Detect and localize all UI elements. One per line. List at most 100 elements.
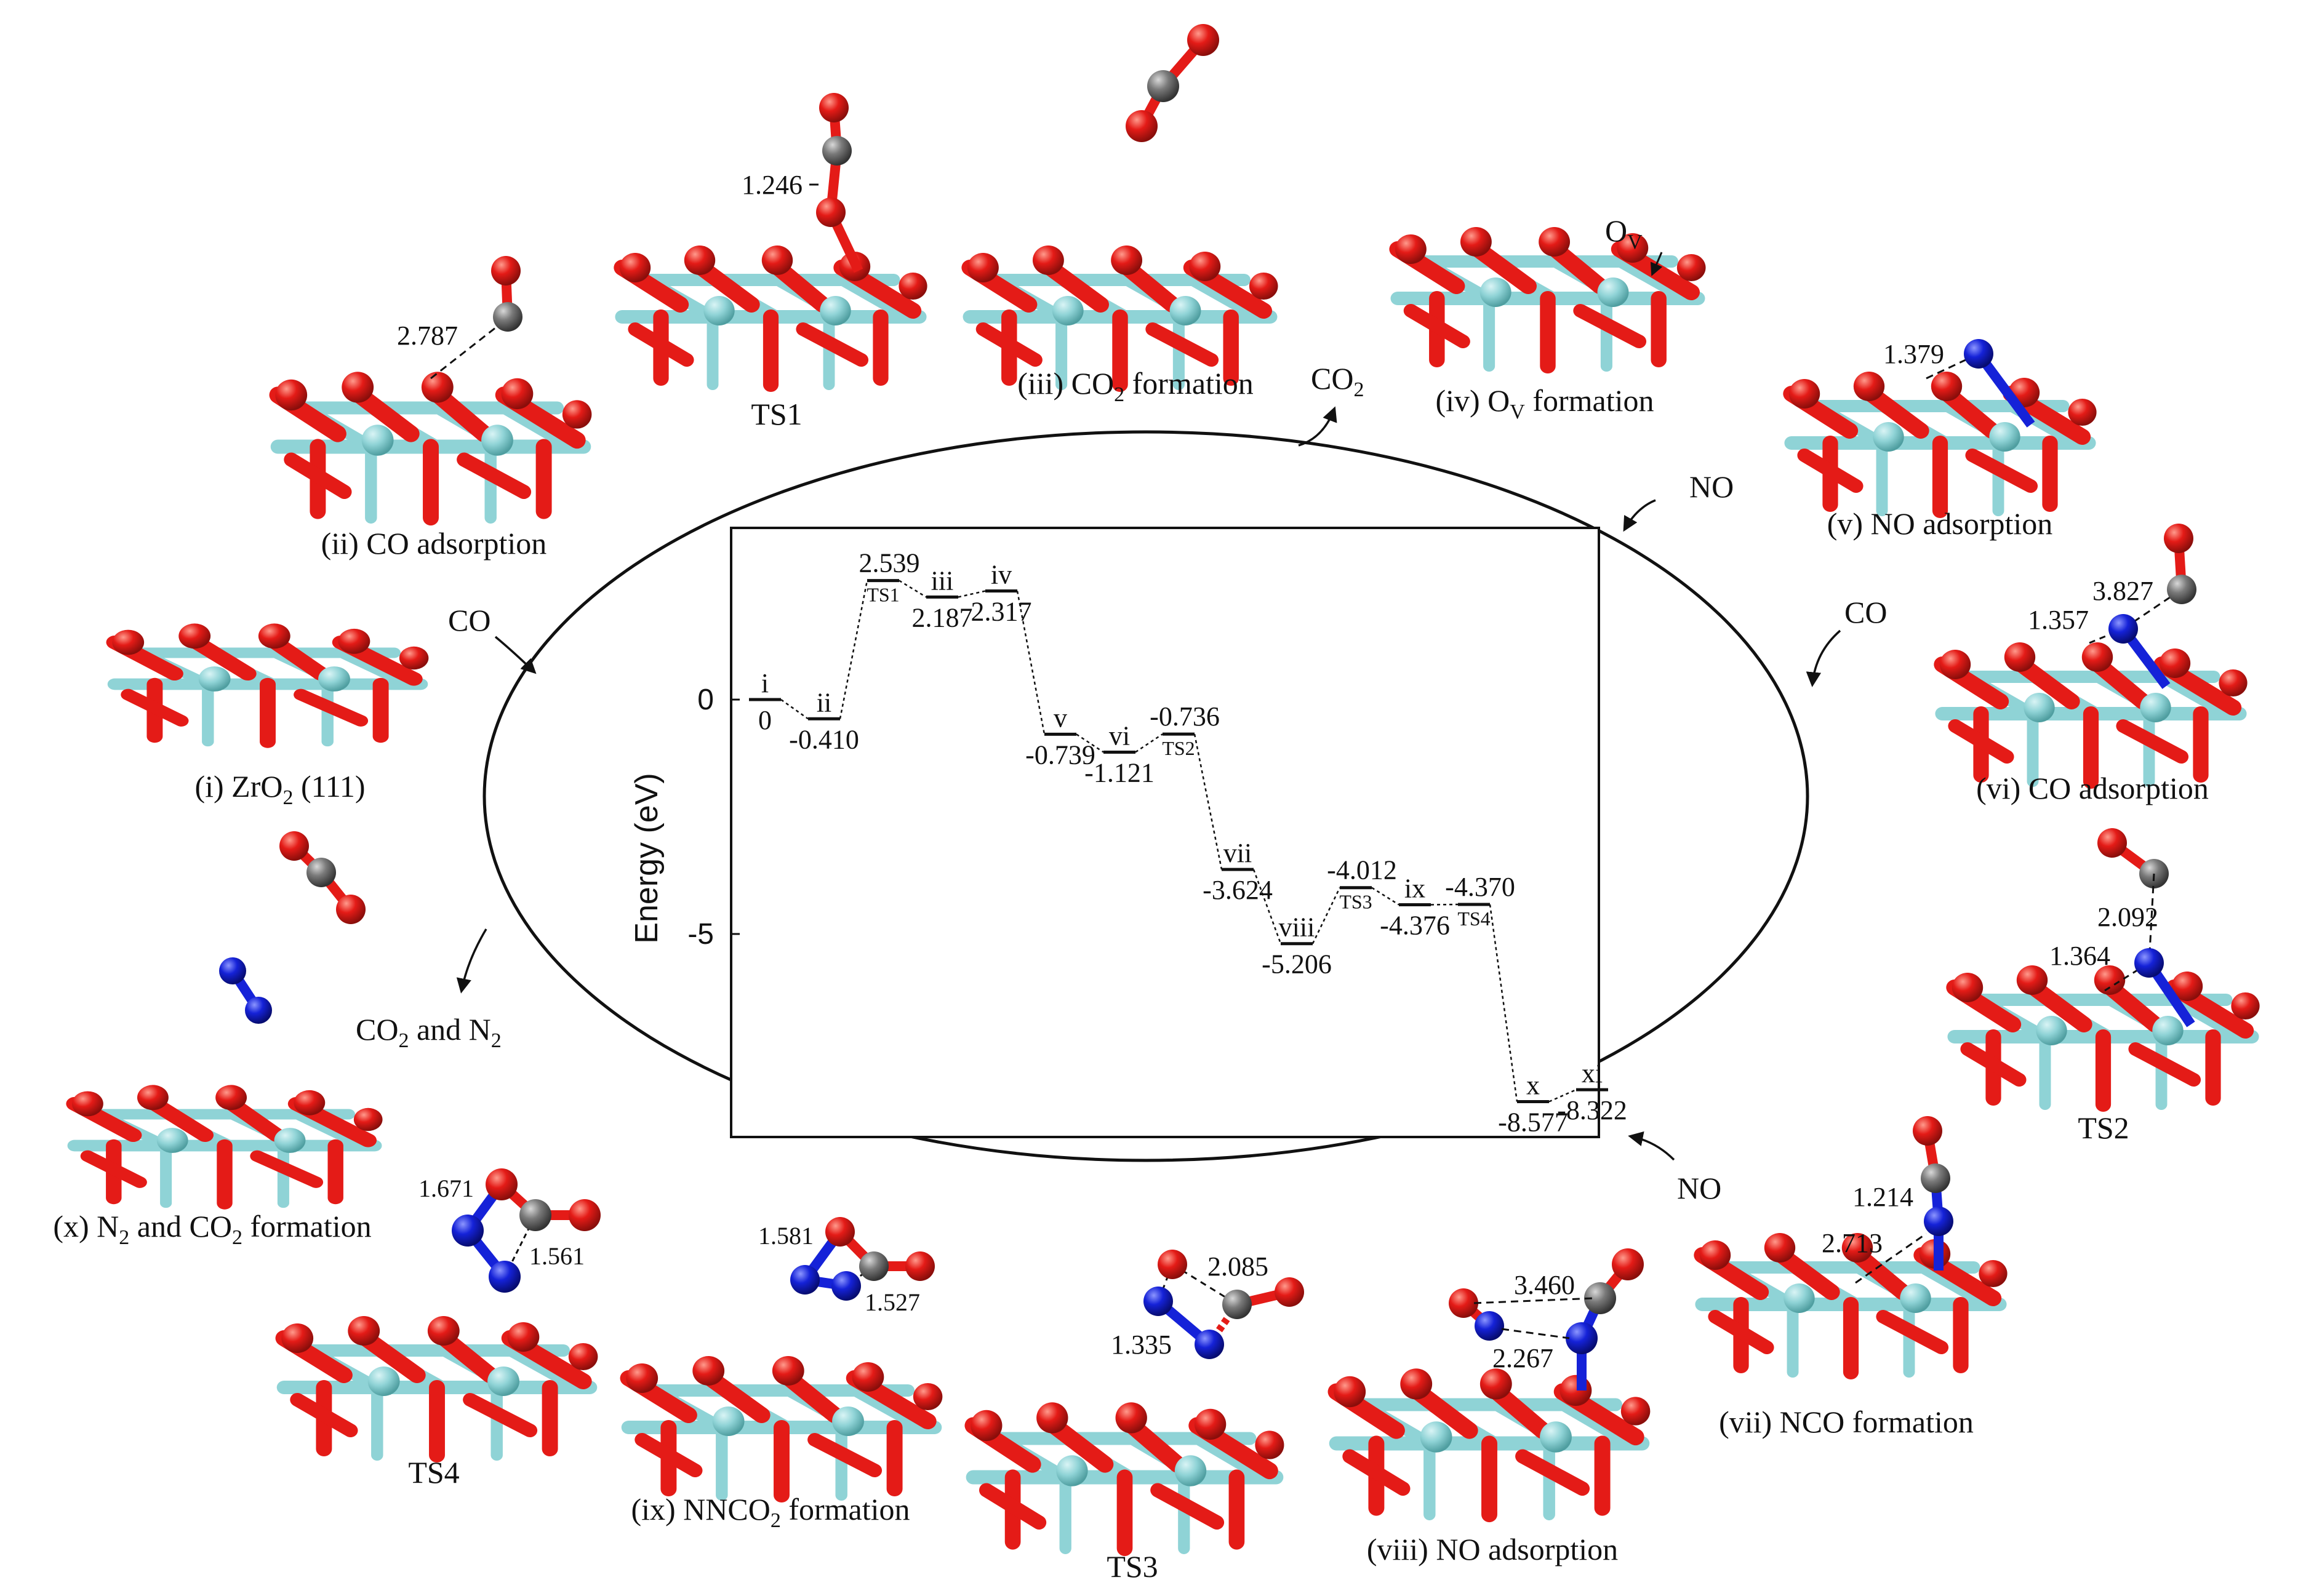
energy-value-ts3: -4.012 [1327, 855, 1397, 885]
no-label-2: NO [1677, 1171, 1721, 1205]
energy-connector [1193, 733, 1223, 870]
state-label-iii: iii [931, 565, 954, 596]
distance-vi-2: 3.827 [2092, 576, 2153, 606]
state-label-vii: vii [1223, 838, 1252, 868]
energy-value-ix: -4.376 [1380, 910, 1450, 940]
distance-vi-1: 1.357 [2028, 605, 2089, 635]
no-in-arrow-2 [1628, 1131, 1675, 1161]
flow-labels: CO CO2 NO CO NO CO2 and N2 [356, 361, 1887, 1205]
distance-ts1: 1.246 [742, 170, 803, 200]
state-label-ii: ii [817, 687, 831, 717]
structure-ts2: 2.092 1.364 TS2 [1952, 828, 2260, 1145]
energy-value-viii: -5.206 [1262, 949, 1332, 980]
structure-vi-label: (vi) CO adsorption [1976, 771, 2209, 805]
structure-v-label: (v) NO adsorption [1827, 506, 2053, 541]
distance-viii-1: 3.460 [1514, 1270, 1575, 1300]
structure-i-label: (i) ZrO2 (111) [194, 769, 365, 809]
energy-value-iv: 2.317 [971, 597, 1032, 627]
state-label-viii: viii [1279, 912, 1315, 943]
co-label-1: CO [448, 603, 490, 637]
free-co2-molecule-top [1126, 24, 1219, 142]
structure-iii-co2-formation: (iii) CO2 formation [967, 245, 1278, 406]
energy-value-ts1: 2.539 [859, 548, 920, 578]
products-label: CO2 and N2 [356, 1012, 502, 1052]
distance-ix-1: 1.581 [758, 1222, 814, 1250]
structure-viii-no-adsorption: 3.460 2.267 (viii) NO adsorption [1334, 1248, 1650, 1566]
distance-ii: 2.787 [397, 321, 458, 351]
products-out-arrow [456, 928, 487, 994]
structure-ts1: 1.246 TS1 [620, 93, 927, 431]
state-label-ts4: TS4 [1457, 908, 1490, 930]
distance-ts2-2: 1.364 [2049, 941, 2110, 971]
distance-ix-2: 1.527 [865, 1288, 920, 1316]
structure-ts2-label: TS2 [2078, 1111, 2129, 1145]
energy-profile-chart: 0-5 Energy (eV) i0ii-0.410TS12.539iii2.1… [629, 527, 1627, 1138]
structure-i-zro2-surface: (i) ZrO2 (111) [112, 623, 428, 809]
state-label-ts1: TS1 [867, 584, 899, 606]
energy-value-ts2: -0.736 [1150, 701, 1220, 732]
distance-ts4-1: 1.671 [418, 1175, 474, 1202]
structure-ts3-label: TS3 [1107, 1549, 1158, 1584]
energy-value-x: -8.577 [1498, 1107, 1568, 1138]
distance-ts4-2: 1.561 [529, 1242, 585, 1270]
co-in-arrow-2 [1806, 629, 1841, 687]
no-label-1: NO [1689, 469, 1734, 504]
distance-viii-2: 2.267 [1492, 1343, 1553, 1373]
structure-v-no-adsorption: 1.379 (v) NO adsorption [1789, 339, 2097, 541]
co-label-2: CO [1844, 595, 1887, 629]
energy-value-ii: -0.410 [789, 724, 859, 754]
co2-out-label: CO2 [1311, 361, 1364, 401]
energy-connector [839, 580, 868, 719]
distance-ts3-1: 2.085 [1207, 1251, 1268, 1282]
structure-ts1-label: TS1 [751, 397, 802, 431]
state-label-iv: iv [991, 560, 1012, 590]
energy-connector [958, 590, 986, 598]
distance-vii-2: 2.713 [1822, 1228, 1883, 1258]
structure-viii-label: (viii) NO adsorption [1367, 1532, 1618, 1566]
structure-iv-label: (iv) OV formation [1435, 383, 1654, 423]
structure-vii-nco-formation: 1.214 2.713 (vii) NCO formation [1700, 1116, 2008, 1439]
structure-ii-label: (ii) CO adsorption [321, 526, 547, 561]
structure-ix-nnco2-formation: 1.581 1.527 (ix) NNCO2 formation [626, 1217, 942, 1532]
energy-value-vi: -1.121 [1084, 757, 1155, 788]
no-in-arrow-1 [1623, 499, 1656, 532]
energy-value-v: -0.739 [1025, 740, 1095, 770]
energy-connectors [780, 580, 1577, 1103]
y-tick-label: 0 [697, 684, 714, 716]
state-label-x: x [1526, 1071, 1540, 1101]
energy-value-vii: -3.624 [1203, 875, 1273, 905]
y-tick-label: -5 [687, 918, 714, 951]
structure-iv-vacancy-formation: OV (iv) OV formation [1395, 213, 1706, 423]
chart-frame [730, 527, 1600, 1138]
structure-iii-label: (iii) CO2 formation [1017, 366, 1254, 406]
structure-x-n2-co2-formation: (x) N2 and CO2 formation [53, 831, 382, 1249]
state-label-vi: vi [1109, 720, 1130, 751]
energy-connector [1489, 904, 1518, 1102]
co-in-arrow-1 [494, 636, 537, 674]
energy-connector [780, 699, 809, 720]
distance-vii-1: 1.214 [1852, 1182, 1913, 1212]
co2-out-arrow [1298, 406, 1337, 447]
distance-ts3-2: 1.335 [1111, 1330, 1172, 1360]
structure-vii-label: (vii) NCO formation [1719, 1405, 1974, 1439]
structure-ii-co-adsorption: 2.787 (ii) CO adsorption [275, 256, 591, 561]
energy-value-ts4: -4.370 [1445, 872, 1515, 902]
state-label-ts3: TS3 [1339, 891, 1372, 913]
structure-ts3: 2.085 1.335 TS3 [971, 1250, 1304, 1584]
energy-connector [1076, 733, 1104, 753]
state-label-i: i [761, 668, 769, 698]
state-label-v: v [1054, 703, 1067, 733]
y-axis-label: Energy (eV) [629, 773, 665, 943]
energy-connector [1311, 887, 1341, 944]
vacancy-label: OV [1605, 213, 1643, 253]
structure-x-label: (x) N2 and CO2 formation [53, 1209, 371, 1249]
reaction-cycle-ellipse [482, 430, 1809, 1162]
energy-connector [1135, 733, 1163, 753]
state-label-ix: ix [1404, 873, 1425, 903]
energy-connector [1548, 1088, 1577, 1103]
structure-ts4-label: TS4 [408, 1455, 459, 1490]
energy-value-xi: -8.322 [1557, 1095, 1627, 1125]
structure-ix-label: (ix) NNCO2 formation [631, 1492, 910, 1532]
state-label-ts2: TS2 [1162, 737, 1195, 759]
